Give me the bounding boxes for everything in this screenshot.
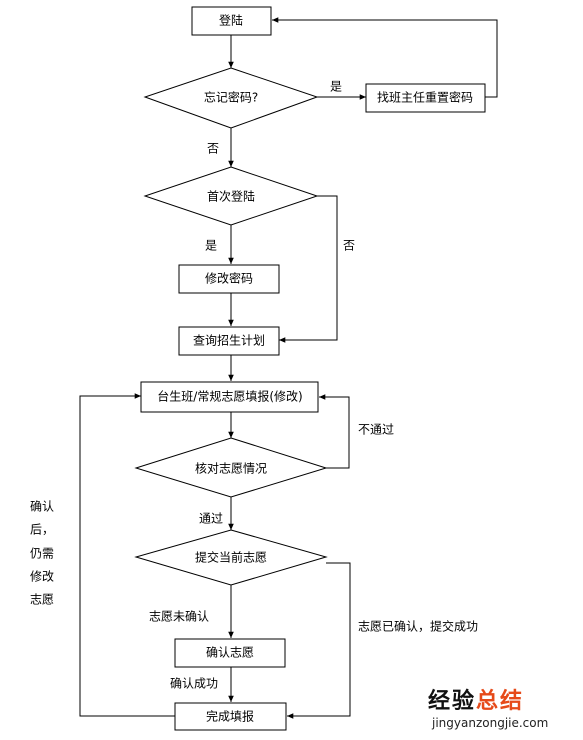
edge-label-no-first: 否	[343, 239, 355, 253]
node-submit-application-label: 提交当前志愿	[195, 550, 267, 565]
node-fill-application-label: 台生班/常规志愿填报(修改)	[157, 389, 302, 404]
edge-label-passed: 通过	[199, 512, 223, 526]
node-complete-label: 完成填报	[206, 709, 254, 724]
edge-label-not-passed: 不通过	[358, 423, 394, 437]
node-change-password-label: 修改密码	[205, 271, 253, 286]
edge-label-not-confirmed: 志愿未确认	[149, 610, 209, 624]
loop-back-line: 后，	[30, 523, 54, 537]
watermark: 经 验 总 结 jingyanzongjie.com	[428, 688, 548, 730]
node-change-password-box	[178, 264, 280, 294]
node-forgot-password-diamond	[143, 67, 319, 129]
node-forgot-password-label: 忘记密码?	[204, 90, 258, 105]
node-first-login-label: 首次登陆	[207, 189, 255, 204]
watermark-url: jingyanzongjie.com	[431, 716, 548, 730]
loop-back-line: 确认	[30, 500, 54, 514]
node-complete-box	[174, 702, 287, 731]
node-query-plan-label: 查询招生计划	[193, 334, 265, 348]
edge-check-fill	[319, 394, 350, 469]
watermark-char: 总	[476, 688, 498, 714]
edge-reset-login	[272, 17, 498, 98]
node-check-application-label: 核对志愿情况	[195, 462, 267, 476]
node-submit-application-diamond	[134, 529, 328, 586]
loop-back-line: 修改	[30, 569, 54, 584]
node-login-label: 登陆	[219, 13, 243, 28]
loop-back-line: 志愿	[30, 593, 54, 607]
node-fill-application-box	[140, 381, 319, 413]
node-query-plan-box	[178, 326, 280, 356]
edge-label-loop-back: 确认 后， 仍需 修改 志愿	[30, 500, 54, 607]
node-first-login-diamond	[143, 166, 319, 226]
watermark-char: 经	[428, 688, 450, 714]
edge-label-no-forgot: 否	[207, 142, 219, 156]
edge-label-confirm-success: 确认成功	[170, 677, 218, 691]
node-reset-password-label: 找班主任重置密码	[377, 90, 473, 105]
node-check-application-diamond	[134, 437, 328, 498]
node-reset-password-box	[365, 83, 486, 113]
edge-label-yes-reset: 是	[330, 80, 342, 94]
watermark-char: 验	[452, 688, 474, 714]
node-confirm-application-box	[174, 638, 286, 668]
edge-label-confirmed-success: 志愿已确认，提交成功	[358, 619, 478, 634]
node-confirm-application-label: 确认志愿	[206, 646, 254, 660]
edge-first-query	[279, 195, 338, 343]
edge-label-yes-first: 是	[205, 239, 217, 253]
watermark-char: 结	[500, 688, 522, 714]
edge-submit-complete	[287, 562, 351, 719]
edge-complete-fill	[79, 393, 175, 717]
connectors	[79, 17, 498, 719]
loop-back-line: 仍需	[30, 547, 54, 561]
node-login-box	[191, 6, 272, 36]
